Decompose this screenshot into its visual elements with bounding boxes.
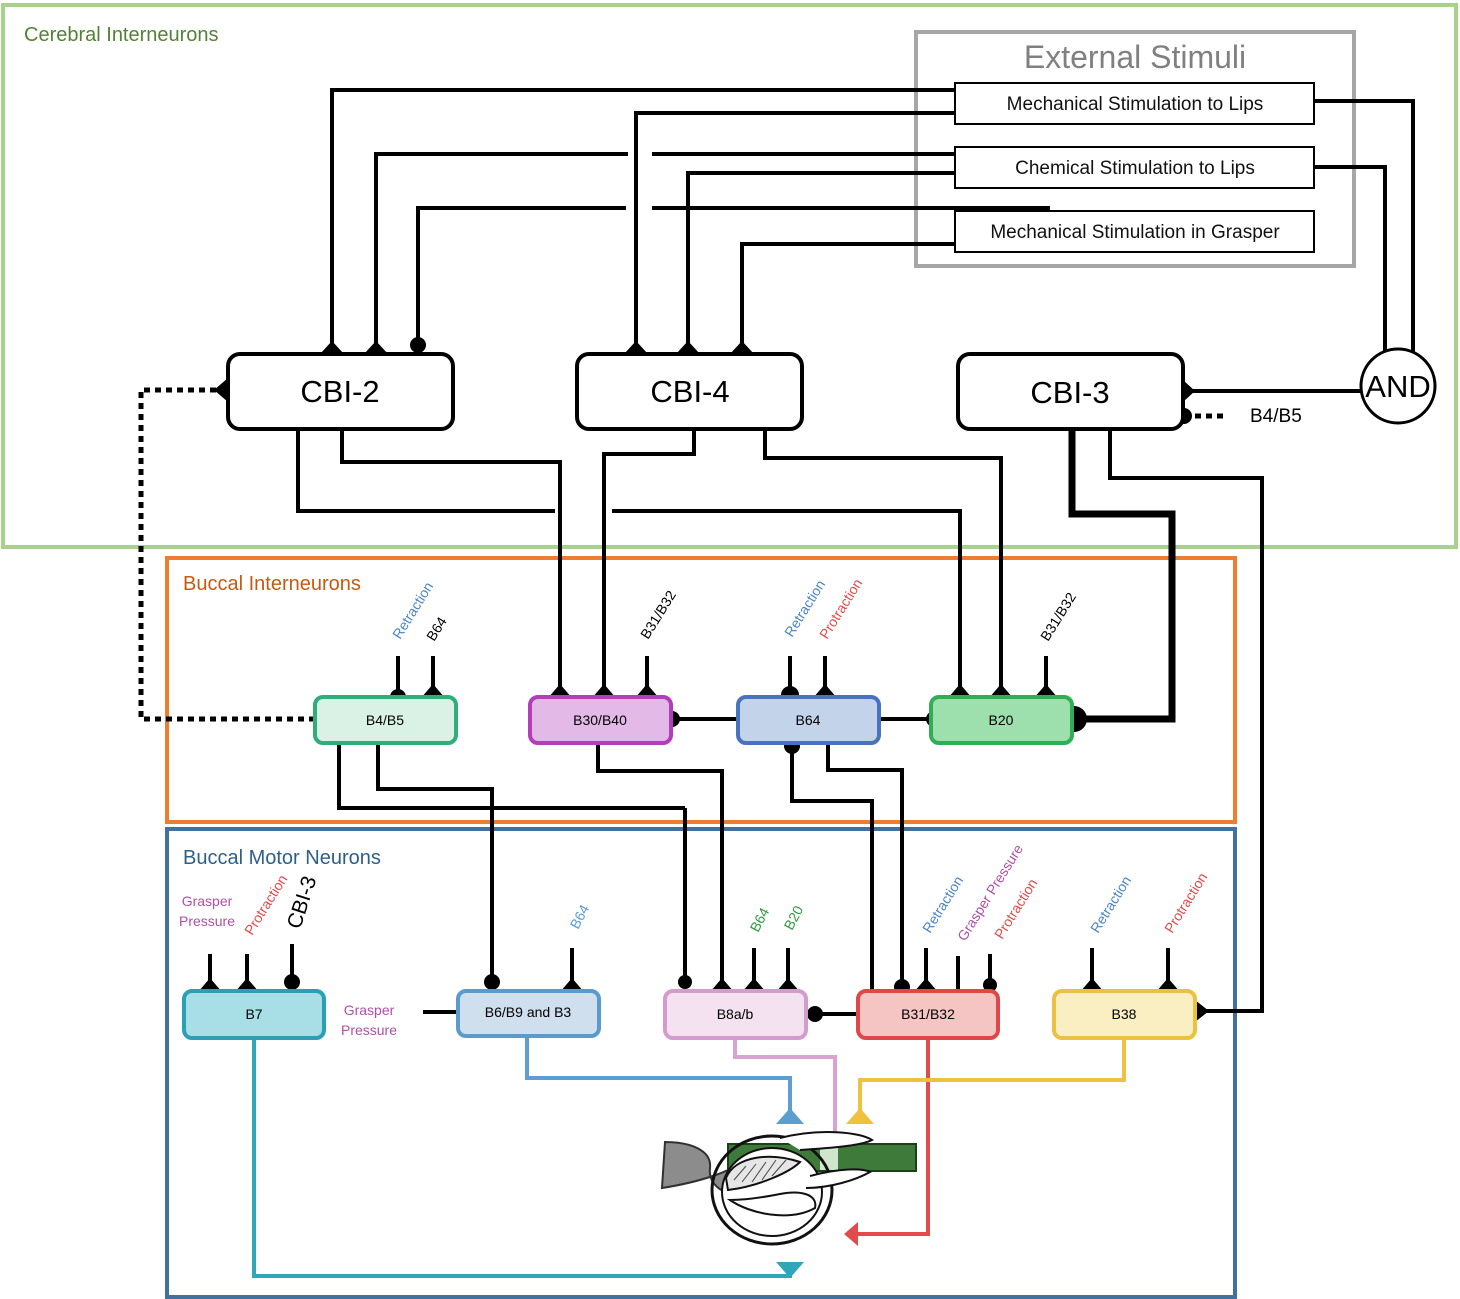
b4b5-node: B4/B5 xyxy=(313,695,458,745)
b6-node: B6/B9 and B3 xyxy=(456,989,601,1038)
b6-output xyxy=(525,1036,792,1112)
inhibitory-synapses xyxy=(284,337,1192,1022)
cbi-2-label: CBI-2 xyxy=(300,374,379,409)
excitatory-synapses xyxy=(198,341,1209,1022)
buccal-interneuron-region xyxy=(165,556,1237,824)
buccal-motor-region xyxy=(165,827,1237,1299)
cbi-4-node: CBI-4 xyxy=(575,352,804,431)
stimulus-chem-lips: Chemical Stimulation to Lips xyxy=(954,146,1315,189)
cbi-3-input-label: B4/B5 xyxy=(1250,406,1302,427)
b8-label: B8a/b xyxy=(717,1006,754,1022)
b20-tag-b31b32: B31/B32 xyxy=(1037,589,1079,643)
buccal-mass-icon xyxy=(660,1131,917,1246)
b31-label: B31/B32 xyxy=(901,1006,955,1022)
b7-output xyxy=(252,1038,792,1278)
b6-side-grasper-line2: Pressure xyxy=(341,1022,397,1038)
b38-tag-retraction: Retraction xyxy=(1087,873,1134,936)
b30b40-node: B30/B40 xyxy=(528,695,673,745)
cbi-3-label: CBI-3 xyxy=(1030,375,1109,410)
external-stimuli-box xyxy=(914,30,1356,268)
b6-tag-b64: B64 xyxy=(567,902,593,932)
stimulus-mech-grasper: Mechanical Stimulation in Grasper xyxy=(954,210,1315,253)
cerebral-region xyxy=(1,3,1458,549)
b30b40-tag-b31b32: B31/B32 xyxy=(637,587,679,641)
dotted-links xyxy=(138,387,1228,722)
b20-node: B20 xyxy=(929,695,1074,745)
b7-tag-grasper-line1: Grasper xyxy=(182,893,233,909)
b7-tag-grasper-line2: Pressure xyxy=(179,913,235,929)
cbi-3-node: CBI-3 xyxy=(956,352,1185,431)
b64-node: B64 xyxy=(736,695,881,745)
b30b40-label: B30/B40 xyxy=(573,712,627,728)
cerebral-wires xyxy=(296,88,1415,1013)
b7-label: B7 xyxy=(245,1006,262,1022)
buccal-motor-region-title: Buccal Motor Neurons xyxy=(183,847,381,869)
stimulus-mech-grasper-label: Mechanical Stimulation in Grasper xyxy=(990,222,1280,243)
b38-output xyxy=(858,1038,1126,1112)
b8-tag-b20: B20 xyxy=(781,903,807,933)
stimulus-mech-lips: Mechanical Stimulation to Lips xyxy=(954,82,1315,125)
b7-tag-protraction: Protraction xyxy=(241,872,290,938)
b4b5-tag-b64: B64 xyxy=(423,614,450,644)
cbi-2-node: CBI-2 xyxy=(226,352,455,431)
b7-node: B7 xyxy=(182,989,326,1040)
b8-node: B8a/b xyxy=(663,989,808,1040)
stimulus-chem-lips-label: Chemical Stimulation to Lips xyxy=(1015,158,1255,179)
external-stimuli-title: External Stimuli xyxy=(1024,39,1246,75)
b38-node: B38 xyxy=(1052,989,1197,1040)
b20-label: B20 xyxy=(989,712,1014,728)
b38-tag-protraction: Protraction xyxy=(1161,870,1210,936)
b4b5-label: B4/B5 xyxy=(366,712,404,728)
b8-tag-b64: B64 xyxy=(747,905,773,935)
cbi-4-label: CBI-4 xyxy=(650,374,729,409)
b6-side-grasper-line1: Grasper xyxy=(344,1002,395,1018)
and-gate-label: AND xyxy=(1365,369,1430,404)
b38-label: B38 xyxy=(1112,1006,1137,1022)
b31-node: B31/B32 xyxy=(856,989,1000,1040)
cerebral-region-title: Cerebral Interneurons xyxy=(24,24,219,46)
b6-label: B6/B9 and B3 xyxy=(485,1004,572,1020)
buccal-interneuron-region-title: Buccal Interneurons xyxy=(183,573,361,595)
b64-label: B64 xyxy=(796,712,821,728)
b31-output xyxy=(850,1038,930,1236)
and-gate: AND xyxy=(1359,347,1437,425)
stimulus-mech-lips-label: Mechanical Stimulation to Lips xyxy=(1007,94,1264,115)
